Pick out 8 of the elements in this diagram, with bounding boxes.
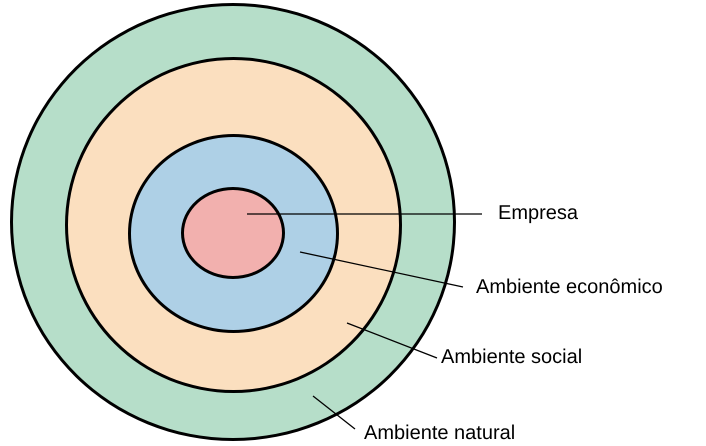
leader-line (312, 395, 356, 430)
leader-line (300, 251, 464, 288)
ring-label: Ambiente social (441, 345, 582, 369)
ring-label: Ambiente natural (364, 421, 516, 445)
ring-label: Ambiente econômico (476, 275, 663, 299)
ring-label: Empresa (498, 201, 578, 225)
leader-line (247, 213, 482, 215)
leader-line (346, 322, 438, 359)
